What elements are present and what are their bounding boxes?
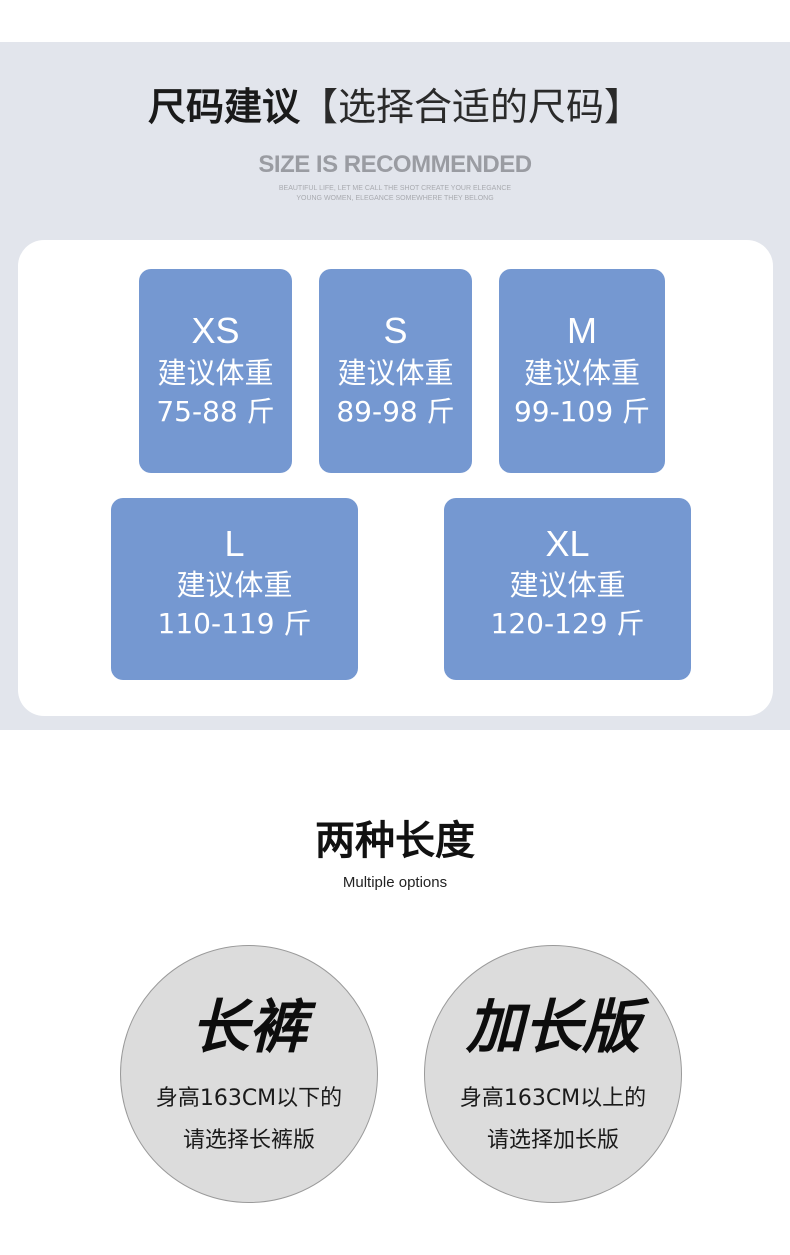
tagline-line-1: BEAUTIFUL LIFE, LET ME CALL THE SHOT CRE…	[278, 185, 512, 192]
length-title: 两种长度	[315, 818, 475, 864]
size-weight-range: 99-109 斤	[513, 395, 651, 428]
size-box-m: M 建议体重 99-109 斤	[499, 269, 665, 473]
size-weight-label: 建议体重	[509, 568, 626, 602]
size-weight-label: 建议体重	[523, 356, 640, 390]
length-option-height: 身高163CM以上的	[459, 1086, 647, 1111]
size-code: XL	[545, 523, 590, 564]
size-title: 尺码建议【选择合适的尺码】	[0, 84, 790, 130]
size-weight-range: 75-88 斤	[156, 395, 275, 428]
size-box-l: L 建议体重 110-119 斤	[111, 498, 358, 680]
length-option-name: 加长版	[465, 993, 640, 1061]
length-option-long: 加长版 身高163CM以上的 请选择加长版	[424, 945, 682, 1203]
size-box-xs: XS 建议体重 75-88 斤	[139, 269, 292, 473]
size-title-main: 尺码建议	[147, 85, 300, 129]
size-weight-label: 建议体重	[337, 356, 454, 390]
size-code: S	[383, 310, 408, 351]
size-weight-range: 89-98 斤	[336, 395, 455, 428]
size-code: XS	[191, 310, 240, 351]
length-option-regular: 长裤 身高163CM以下的 请选择长裤版	[120, 945, 378, 1203]
size-code: L	[224, 523, 245, 564]
size-weight-range: 110-119 斤	[157, 607, 312, 640]
size-title-bracket: 【选择合适的尺码】	[300, 85, 643, 129]
size-box-xl: XL 建议体重 120-129 斤	[444, 498, 691, 680]
tagline-line-2: YOUNG WOMEN, ELEGANCE SOMEWHERE THEY BEL…	[296, 195, 494, 202]
size-box-s: S 建议体重 89-98 斤	[319, 269, 472, 473]
size-weight-label: 建议体重	[157, 356, 274, 390]
length-subtitle: Multiple options	[342, 874, 448, 891]
length-option-advice: 请选择加长版	[486, 1128, 619, 1153]
size-code: M	[567, 310, 597, 351]
size-weight-label: 建议体重	[176, 568, 293, 602]
size-subtitle: SIZE IS RECOMMENDED	[258, 151, 532, 178]
size-weight-range: 120-129 斤	[490, 607, 645, 640]
length-option-height: 身高163CM以下的	[155, 1086, 343, 1111]
length-option-name: 长裤	[190, 993, 307, 1061]
length-option-advice: 请选择长裤版	[182, 1128, 315, 1153]
